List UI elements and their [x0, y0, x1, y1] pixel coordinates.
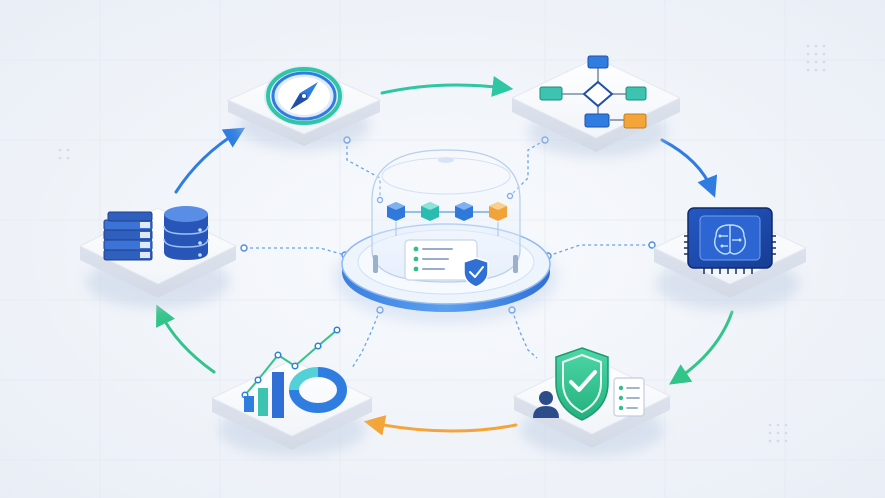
arrow-data-to-strategy: [174, 127, 246, 194]
shield-check-icon: [555, 347, 609, 421]
donut-chart-icon: [289, 367, 347, 413]
governance-hub-icon: [334, 149, 558, 324]
pipeline-step-icon: [489, 202, 507, 221]
pipeline-step-icon: [455, 202, 473, 221]
node-processing: [652, 207, 808, 310]
cycle-arrows: [156, 76, 734, 436]
bar-chart-icon: [241, 326, 341, 418]
node-workflow: [510, 55, 682, 157]
database-icon: [163, 206, 209, 260]
arrow-strategy-to-workflow: [380, 76, 514, 97]
node-analytics: [210, 326, 374, 456]
compass-icon: [264, 66, 344, 126]
arrow-processing-to-compliance: [669, 310, 734, 385]
ai-chip-icon: [684, 207, 776, 274]
checklist-icon: [613, 377, 645, 417]
checklist-card-icon: [404, 239, 489, 288]
node-compliance: [512, 347, 672, 456]
arrow-workflow-to-processing: [660, 138, 718, 198]
flowchart-icon: [539, 55, 647, 129]
arrow-analytics-to-data: [156, 304, 216, 374]
pipeline-step-icon: [421, 202, 439, 221]
arrow-compliance-to-analytics: [363, 415, 518, 436]
document-stack-icon: [103, 211, 153, 261]
user-icon: [533, 391, 559, 418]
pipeline-step-icon: [387, 202, 405, 221]
decorative-dots: [58, 44, 826, 443]
node-data: [78, 206, 238, 308]
node-strategy: [226, 65, 382, 150]
